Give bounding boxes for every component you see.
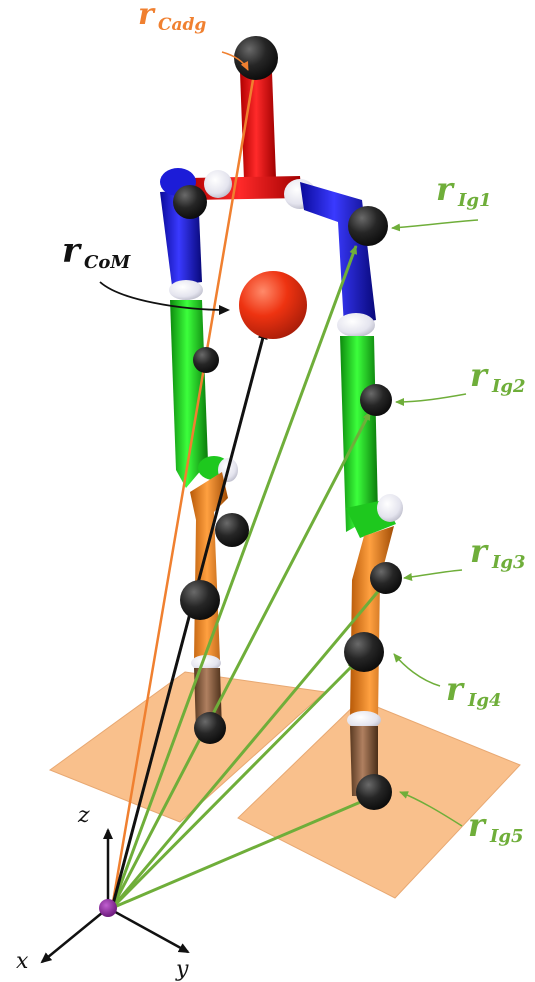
marker-thigh-right [360, 384, 392, 416]
com-ball [239, 271, 307, 339]
marker-hip-left [173, 185, 207, 219]
marker-shank-right [370, 562, 402, 594]
svg-text:Cadg: Cadg [158, 15, 206, 35]
label-ig3: r Ig3 [470, 532, 526, 573]
axis-z-label: z [77, 803, 90, 828]
marker-knee-left [215, 513, 249, 547]
svg-text:Ig2: Ig2 [491, 376, 526, 397]
svg-text:r: r [62, 231, 82, 271]
svg-text:Ig1: Ig1 [457, 190, 492, 211]
axis-y [108, 908, 188, 952]
svg-text:r: r [436, 170, 455, 208]
axis-x-label: x [16, 949, 29, 974]
svg-text:Ig3: Ig3 [491, 552, 526, 573]
label-ig5: r Ig5 [468, 806, 524, 847]
label-ig1: r Ig1 [436, 170, 492, 211]
svg-text:CoM: CoM [84, 252, 131, 273]
svg-text:r: r [446, 670, 465, 708]
axis-x [42, 908, 108, 962]
svg-text:r: r [468, 806, 487, 844]
svg-text:r: r [138, 0, 156, 32]
marker-ankle-right [344, 632, 384, 672]
label-ig4: r Ig4 [446, 670, 502, 711]
marker-foot-left [194, 712, 226, 744]
label-ig2: r Ig2 [470, 356, 526, 397]
label-cadg: r Cadg [138, 0, 206, 35]
label-com: r CoM [62, 231, 131, 273]
marker-foot-right [356, 774, 392, 810]
svg-text:r: r [470, 356, 489, 394]
left-leg [160, 190, 238, 732]
coordinate-frame: z x y [16, 803, 189, 982]
svg-text:Ig5: Ig5 [489, 826, 524, 847]
svg-text:r: r [470, 532, 489, 570]
axis-y-label: y [175, 957, 189, 982]
marker-shank-left [180, 580, 220, 620]
marker-head [234, 36, 278, 80]
svg-text:Ig4: Ig4 [467, 690, 502, 711]
marker-thigh-left [193, 347, 219, 373]
marker-hip-right [348, 206, 388, 246]
origin-point [99, 899, 117, 917]
